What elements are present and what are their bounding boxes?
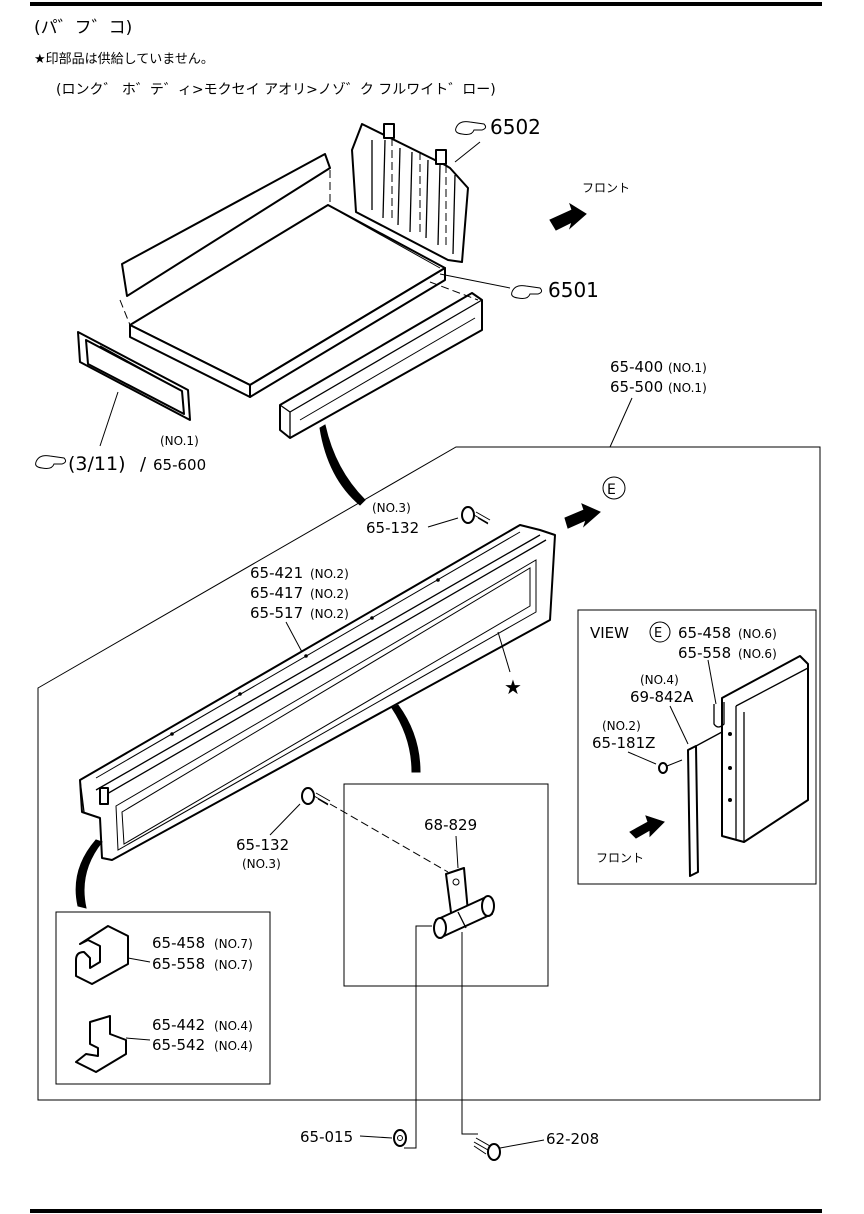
part-65-458-no7[interactable]: 65-458 bbox=[152, 934, 205, 952]
hand-pointer-icon bbox=[455, 121, 487, 135]
bolt-icon bbox=[461, 506, 491, 525]
pointer-swoosh-1 bbox=[319, 424, 366, 506]
hand-pointer-icon bbox=[35, 455, 67, 469]
hand-pointer-icon bbox=[511, 285, 543, 299]
front-gate bbox=[77, 331, 191, 421]
svg-text:6502: 6502 bbox=[490, 115, 541, 139]
svg-text:(NO.3): (NO.3) bbox=[242, 857, 281, 871]
front-arrow-top bbox=[549, 202, 587, 231]
top-rule bbox=[30, 2, 822, 6]
header-model: (ロンク゛ ホ゛テ゛ィ>モクセイ アオリ>ノゾ゛ク フルワイト゛ロー) bbox=[56, 82, 496, 98]
svg-text:(NO.1): (NO.1) bbox=[668, 361, 707, 375]
bottom-rule bbox=[30, 1209, 822, 1213]
header-title: (パ゛フ゛コ) bbox=[34, 18, 132, 38]
svg-text:(NO.2): (NO.2) bbox=[310, 587, 349, 601]
part-65-458-no6[interactable]: 65-458 bbox=[678, 624, 731, 642]
nut-icon bbox=[393, 1129, 407, 1147]
screw-icon bbox=[658, 759, 683, 774]
detail-frame bbox=[37, 446, 821, 1101]
hinge-detail-box bbox=[343, 783, 549, 987]
part-65-015[interactable]: 65-015 bbox=[300, 1128, 353, 1146]
header-note: ★印部品は供給していません。 bbox=[34, 52, 214, 67]
part-68-829[interactable]: 68-829 bbox=[424, 816, 477, 834]
hook-clip-icon bbox=[713, 702, 725, 728]
front-label-view: フロント bbox=[596, 851, 644, 865]
part-65-400[interactable]: 65-400 bbox=[610, 358, 663, 376]
svg-text:E: E bbox=[654, 626, 662, 641]
front-arrow-view bbox=[629, 815, 665, 839]
bolt-icon bbox=[301, 787, 331, 806]
part-65-558-no7[interactable]: 65-558 bbox=[152, 955, 205, 973]
bracket-clip-no4 bbox=[75, 1015, 151, 1073]
svg-text:(NO.1): (NO.1) bbox=[668, 381, 707, 395]
svg-text:(NO.4): (NO.4) bbox=[214, 1039, 253, 1053]
part-65-600[interactable]: 65-600 bbox=[153, 456, 206, 474]
view-e-arrow bbox=[564, 503, 601, 529]
svg-text:(NO.2): (NO.2) bbox=[602, 719, 641, 733]
ref-3-11[interactable]: (3/11) bbox=[35, 453, 126, 475]
svg-text:(NO.7): (NO.7) bbox=[214, 937, 253, 951]
svg-text:6501: 6501 bbox=[548, 278, 599, 302]
part-65-421[interactable]: 65-421 bbox=[250, 564, 303, 582]
star-marker: ★ bbox=[504, 675, 522, 699]
part-62-208[interactable]: 62-208 bbox=[546, 1130, 599, 1148]
view-e-marker bbox=[602, 476, 626, 500]
part-65-558-no6[interactable]: 65-558 bbox=[678, 644, 731, 662]
ref-6502[interactable]: 6502 bbox=[455, 115, 541, 139]
bracket-strip bbox=[687, 745, 699, 877]
ref-6501[interactable]: 6501 bbox=[511, 278, 599, 302]
part-65-417[interactable]: 65-417 bbox=[250, 584, 303, 602]
side-gate-detail bbox=[79, 524, 556, 861]
hook-clip-no7 bbox=[75, 925, 151, 985]
part-65-181Z[interactable]: 65-181Z bbox=[592, 734, 655, 752]
view-e-panel bbox=[687, 655, 809, 877]
part-65-517[interactable]: 65-517 bbox=[250, 604, 303, 622]
svg-text:(NO.4): (NO.4) bbox=[214, 1019, 253, 1033]
svg-text:(3/11): (3/11) bbox=[68, 453, 126, 475]
part-65-132-lower[interactable]: 65-132 bbox=[236, 836, 289, 854]
svg-text:(NO.6): (NO.6) bbox=[738, 647, 777, 661]
right-side-panel bbox=[279, 292, 483, 439]
svg-text:(NO.2): (NO.2) bbox=[310, 567, 349, 581]
svg-text:/: / bbox=[140, 454, 147, 475]
headboard-gate bbox=[351, 123, 469, 263]
hinge-bracket bbox=[433, 867, 495, 939]
svg-text:(NO.2): (NO.2) bbox=[310, 607, 349, 621]
body-assembly bbox=[77, 123, 483, 439]
part-65-132-top[interactable]: 65-132 bbox=[366, 519, 419, 537]
view-label: VIEW bbox=[590, 624, 629, 642]
bolt-icon bbox=[473, 1137, 501, 1161]
part-65-442[interactable]: 65-442 bbox=[152, 1016, 205, 1034]
svg-text:(NO.4): (NO.4) bbox=[640, 673, 679, 687]
view-e-box bbox=[577, 609, 817, 885]
part-65-500[interactable]: 65-500 bbox=[610, 378, 663, 396]
part-69-842A[interactable]: 69-842A bbox=[630, 688, 694, 706]
part-65-542[interactable]: 65-542 bbox=[152, 1036, 205, 1054]
front-label-top: フロント bbox=[582, 181, 630, 195]
pointer-swoosh-3 bbox=[75, 839, 103, 909]
svg-text:(NO.6): (NO.6) bbox=[738, 627, 777, 641]
svg-text:E: E bbox=[607, 482, 616, 498]
clips-detail-box bbox=[55, 911, 271, 1085]
svg-text:(NO.3): (NO.3) bbox=[372, 501, 411, 515]
pointer-swoosh-2 bbox=[391, 704, 421, 773]
svg-text:(NO.1): (NO.1) bbox=[160, 434, 199, 448]
svg-text:(NO.7): (NO.7) bbox=[214, 958, 253, 972]
